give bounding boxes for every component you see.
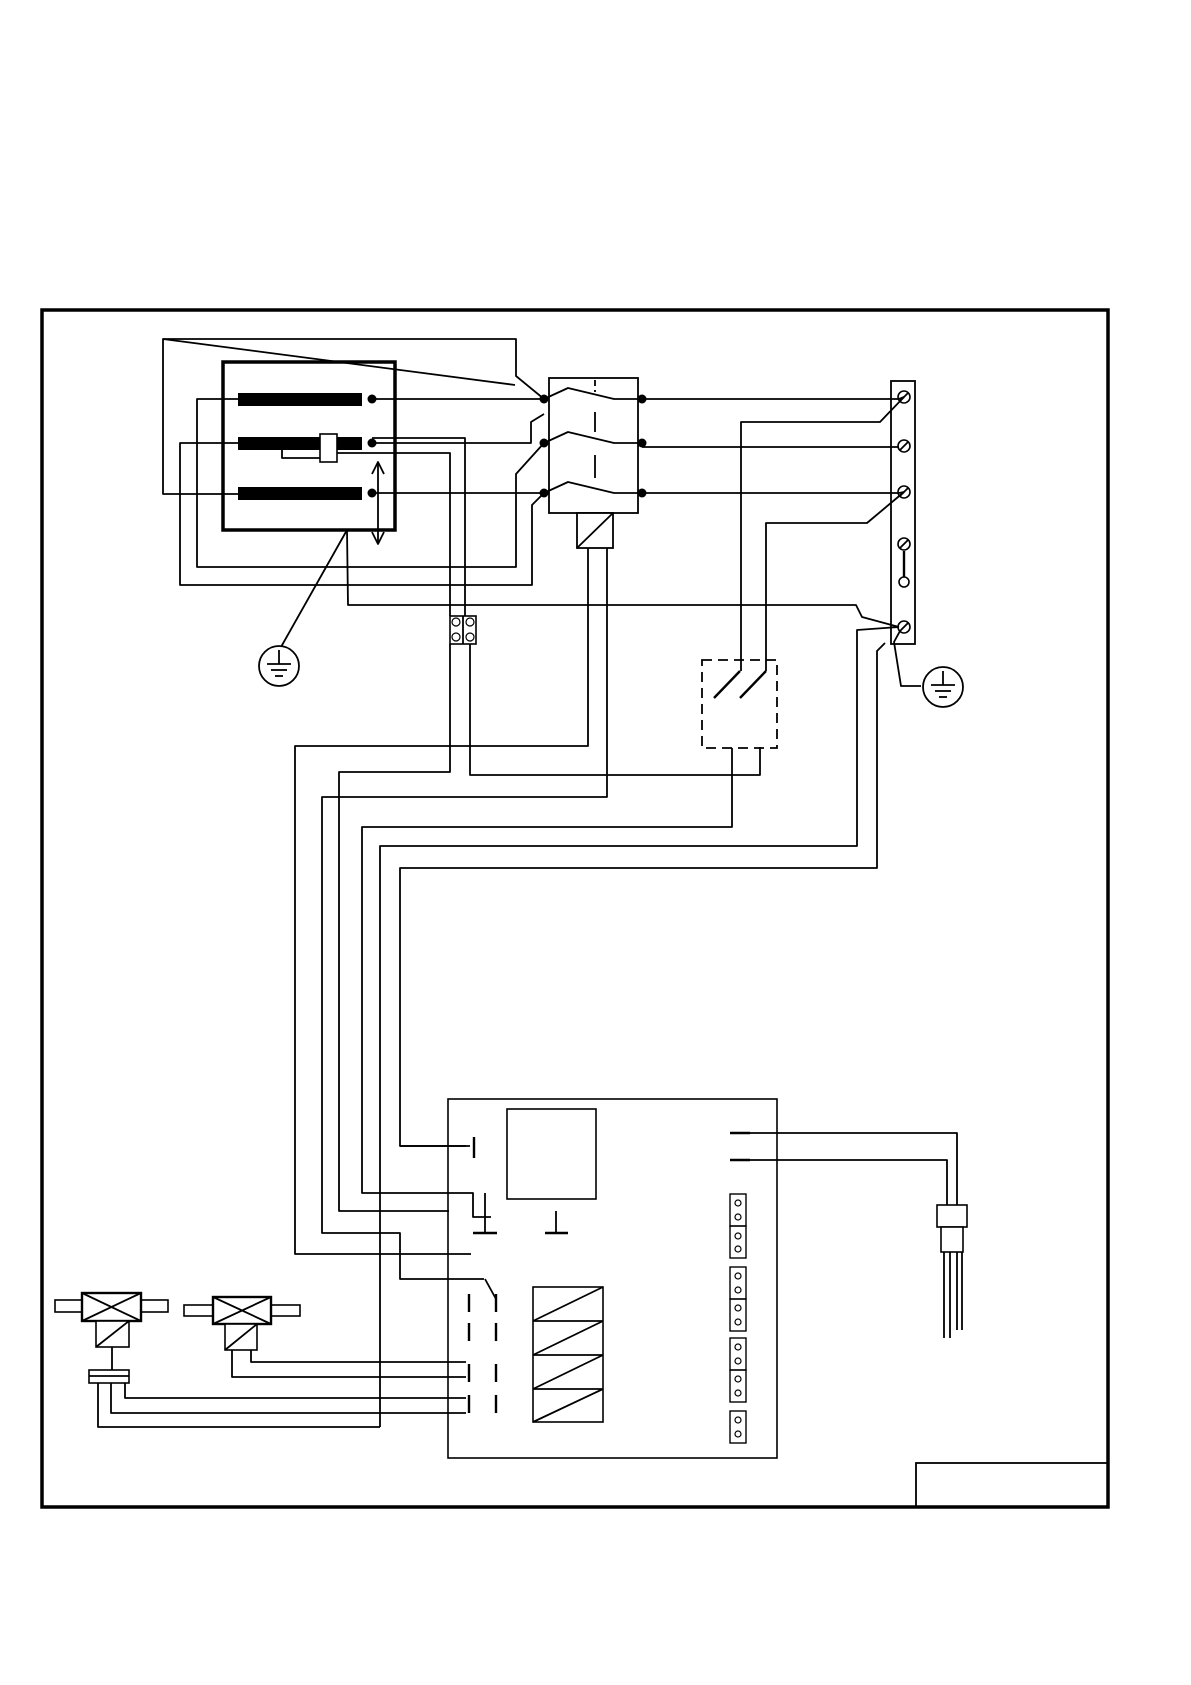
- double-terminal-connector: [450, 616, 476, 644]
- solenoid-valve-1: [55, 1293, 168, 1383]
- wiring: [163, 339, 904, 1427]
- valve-wiring: [98, 1350, 466, 1427]
- thermostat-sensor: [320, 434, 337, 462]
- title-block: [916, 1463, 1108, 1507]
- heating-element-bar-2: [238, 437, 362, 450]
- heating-element-bar-1: [238, 393, 362, 406]
- main-contactor: [540, 378, 647, 548]
- level-probe: [750, 1133, 967, 1338]
- thermal-cutout-switch: [702, 660, 777, 748]
- jumper-pin-headers: [730, 1194, 746, 1443]
- control-board-microcontroller: [507, 1109, 596, 1199]
- solenoid-valve-2: [184, 1297, 300, 1350]
- ground-chassis-icon: [259, 530, 347, 686]
- relay-block: [533, 1287, 603, 1422]
- power-terminal-block: [891, 381, 915, 644]
- heating-element-bar-3: [238, 487, 362, 500]
